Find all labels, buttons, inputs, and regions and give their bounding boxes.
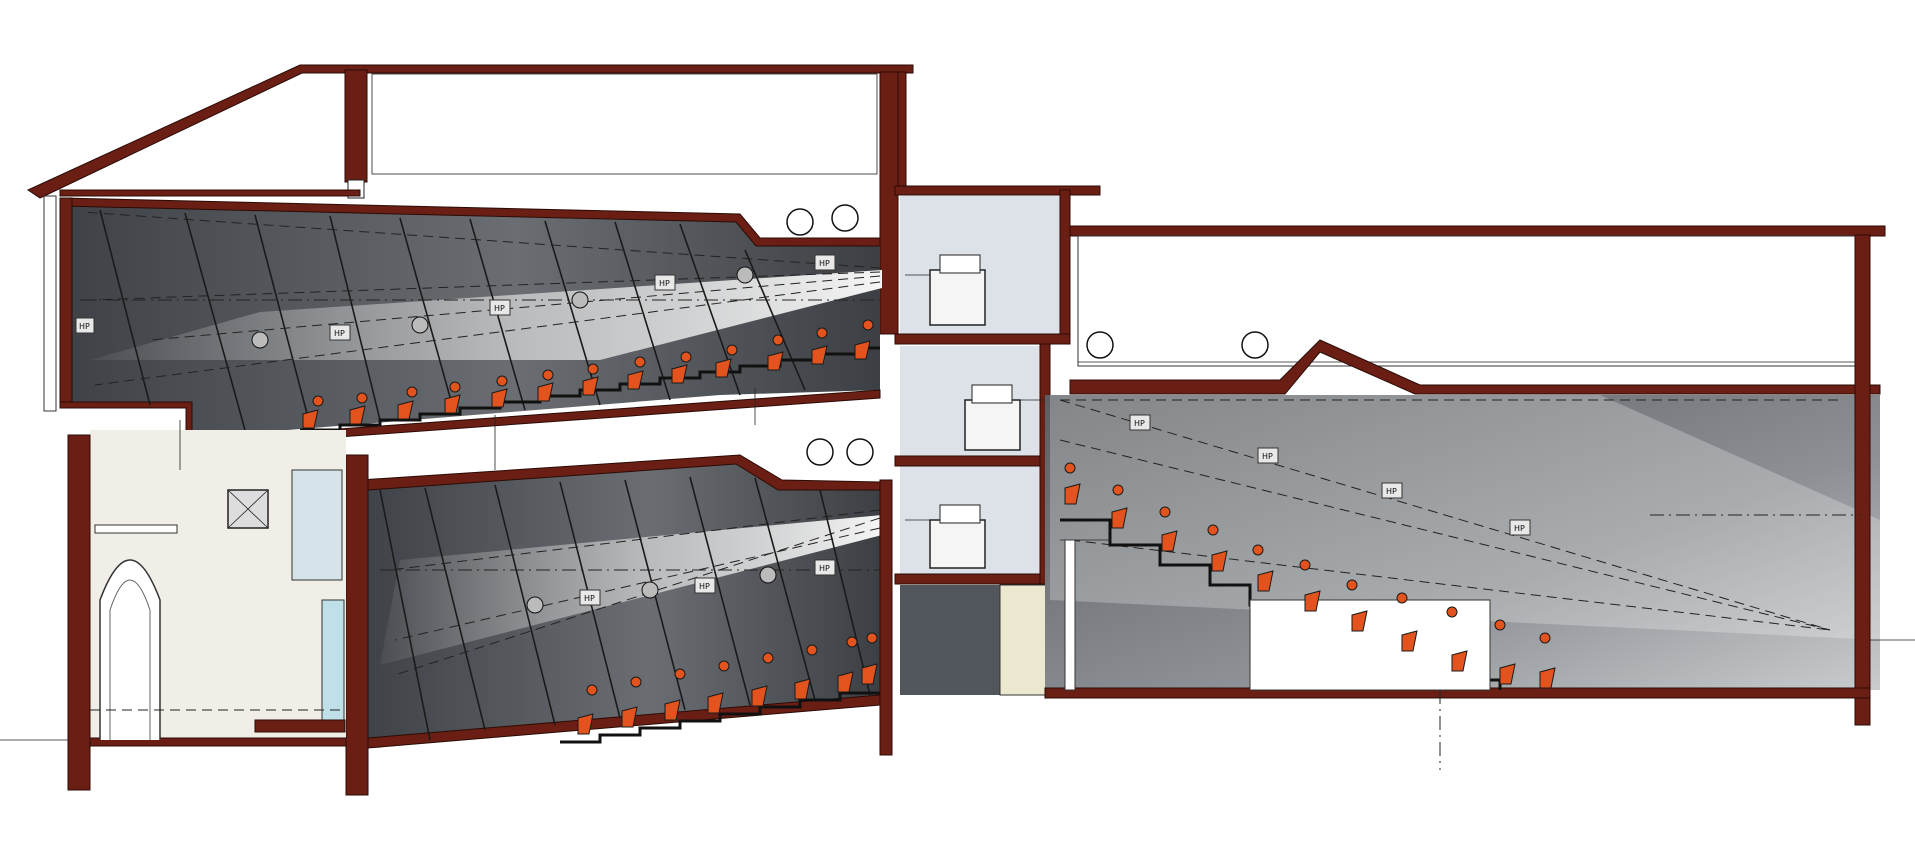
svg-text:HP: HP bbox=[1386, 487, 1397, 496]
svg-text:HP: HP bbox=[494, 304, 505, 313]
speaker-icon: HP bbox=[1381, 482, 1403, 499]
speaker-icon: HP bbox=[1129, 414, 1151, 431]
speaker-icon: HP bbox=[814, 254, 836, 271]
speaker-icon: HP bbox=[654, 274, 676, 291]
speaker-icon: HP bbox=[694, 577, 716, 594]
light-globe-icon bbox=[786, 204, 859, 236]
speaker-icon: HP bbox=[75, 317, 95, 334]
svg-text:HP: HP bbox=[1262, 452, 1273, 461]
light-globe-icon bbox=[1086, 331, 1269, 359]
projector-icon bbox=[905, 504, 986, 569]
sight-lines-right bbox=[1059, 399, 1860, 770]
auditorium-right: HP HP HP HP bbox=[1044, 225, 1915, 770]
svg-text:HP: HP bbox=[334, 329, 345, 338]
svg-text:HP: HP bbox=[79, 322, 90, 331]
light-globe-icon bbox=[806, 438, 874, 466]
speaker-icon: HP bbox=[814, 559, 836, 576]
lobby-upper-detail bbox=[43, 195, 756, 470]
auditorium-upper-left: HP HP HP HP HP bbox=[59, 197, 882, 449]
fan-icon bbox=[251, 266, 754, 349]
svg-text:HP: HP bbox=[1134, 419, 1145, 428]
projector-icon bbox=[905, 254, 986, 326]
svg-text:HP: HP bbox=[584, 594, 595, 603]
seats-lower-left bbox=[577, 632, 878, 735]
speaker-icon: HP bbox=[329, 324, 351, 341]
roof-structure bbox=[26, 64, 914, 335]
projector-icon bbox=[964, 384, 1045, 451]
svg-text:HP: HP bbox=[699, 582, 710, 591]
svg-text:HP: HP bbox=[659, 279, 670, 288]
speaker-icon: HP bbox=[1257, 447, 1279, 464]
sight-lines-lower bbox=[379, 476, 881, 741]
svg-text:HP: HP bbox=[1514, 524, 1525, 533]
seats-right bbox=[1064, 462, 1556, 689]
svg-text:HP: HP bbox=[819, 259, 830, 268]
speaker-icon: HP bbox=[579, 589, 601, 606]
svg-text:HP: HP bbox=[819, 564, 830, 573]
fan-icon bbox=[526, 566, 777, 614]
lobby bbox=[0, 430, 347, 791]
seats-upper-left bbox=[302, 319, 874, 429]
speaker-icon: HP bbox=[489, 299, 511, 316]
sight-lines-upper bbox=[80, 209, 881, 431]
speaker-icon: HP bbox=[1509, 519, 1531, 536]
auditorium-lower-left: HP HP HP bbox=[345, 438, 893, 796]
